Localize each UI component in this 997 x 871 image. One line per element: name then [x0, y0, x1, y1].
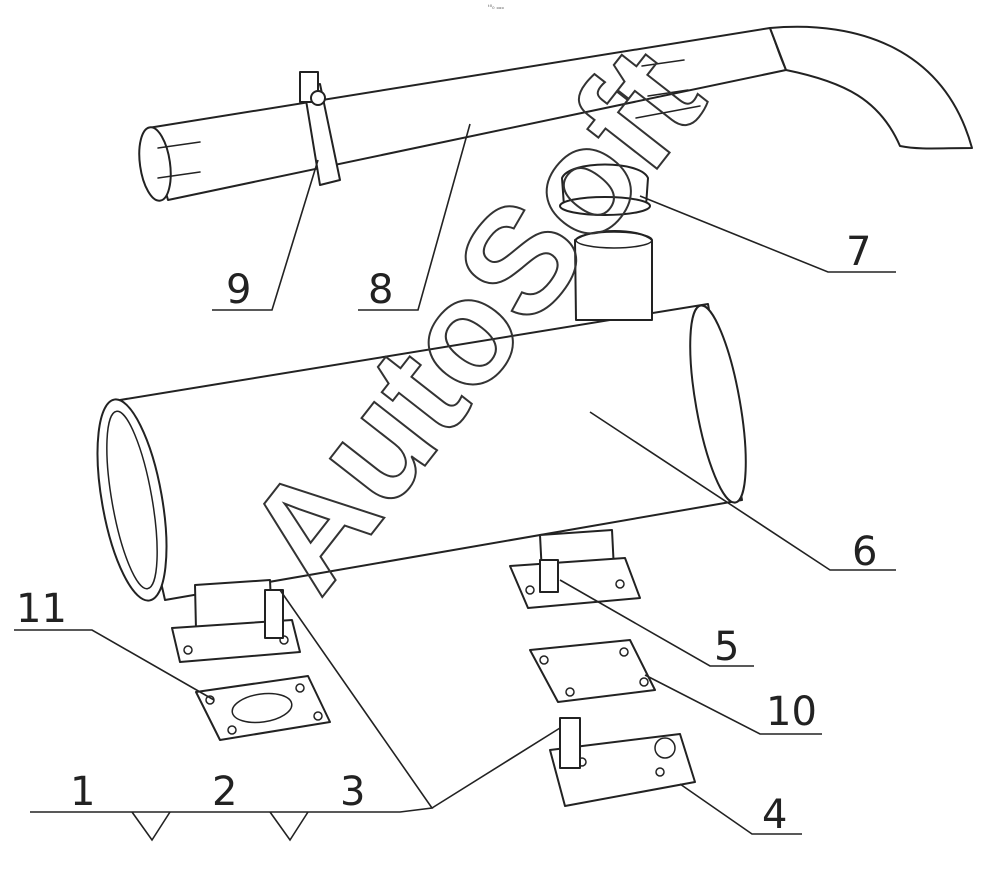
outlet-flange-part	[171, 589, 301, 663]
part-number-11: 11	[16, 586, 67, 632]
part-number-3: 3	[340, 769, 365, 815]
part-number-5: 5	[714, 624, 739, 670]
gasket-part	[195, 675, 331, 741]
part-number-8: 8	[368, 267, 393, 313]
part-number-7: 7	[846, 229, 871, 275]
mount-bracket-part	[549, 717, 696, 807]
inlet-flange-part	[509, 557, 641, 609]
tail-pipe-part	[138, 25, 973, 202]
part-number-1: 1	[70, 769, 95, 815]
pipe-clamp-part	[299, 71, 341, 186]
leader-lines	[14, 123, 896, 842]
rain-cap-part	[559, 163, 651, 216]
part-number-6: 6	[852, 529, 877, 575]
part-number-4: 4	[762, 792, 787, 838]
part-number-2: 2	[212, 769, 237, 815]
top-mark: ᵗ⁰₀ ₒₒₒ	[488, 4, 504, 11]
cover-plate-part	[529, 639, 656, 703]
part-number-9: 9	[226, 267, 251, 313]
part-number-10: 10	[766, 689, 817, 735]
